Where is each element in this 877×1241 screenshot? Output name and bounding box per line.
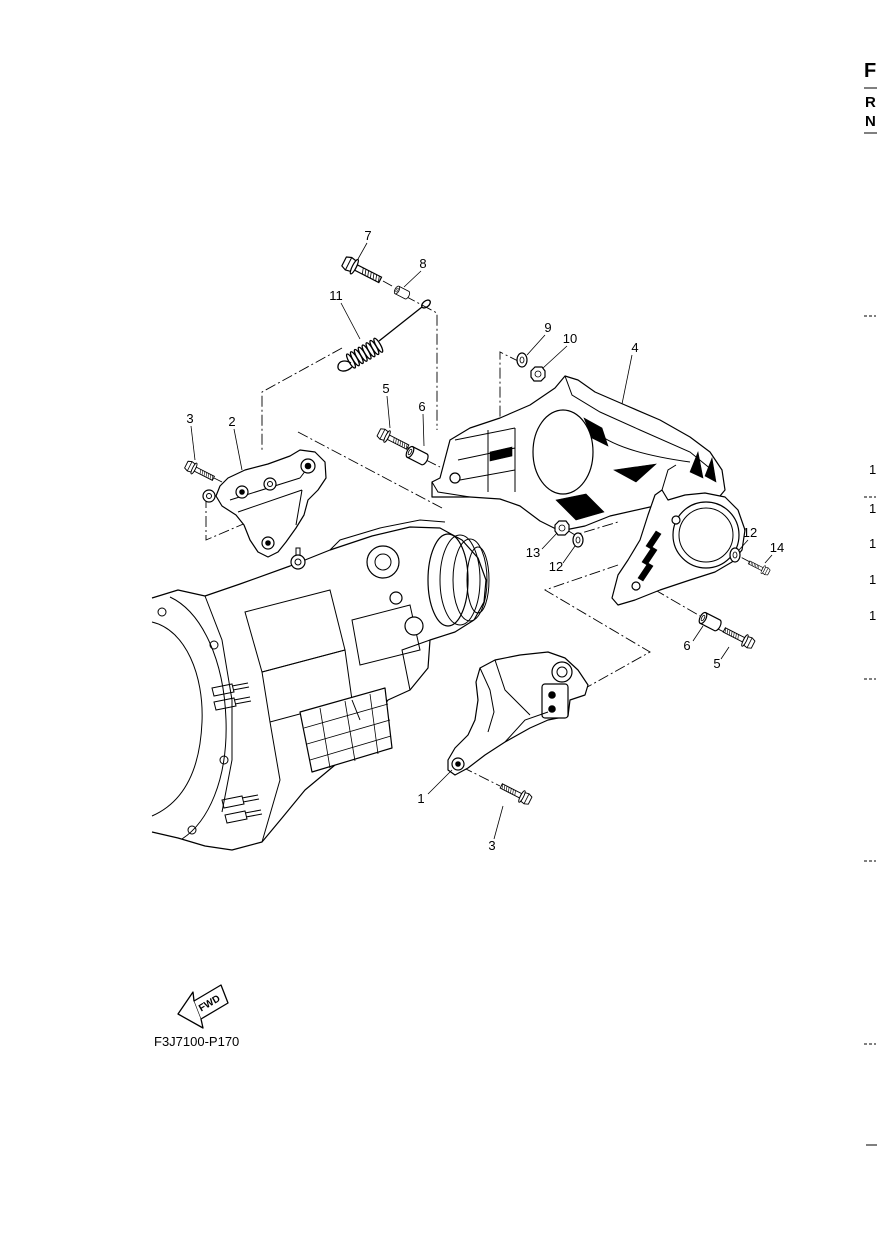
margin-header-f: F (864, 60, 876, 82)
margin-ref-4: 1 (869, 572, 876, 587)
margin-ref-3: 1 (869, 536, 876, 551)
callout-3-upper: 3 (186, 411, 193, 426)
margin-ref-2: 1 (869, 501, 876, 516)
right-margin-column: F R N 1 1 1 1 1 (864, 60, 877, 1146)
callout-7: 7 (364, 228, 371, 243)
callout-2: 2 (228, 414, 235, 429)
washer-part-12-lower (572, 532, 584, 548)
callout-9: 9 (544, 320, 551, 335)
housing-mount-plate (611, 450, 746, 606)
bolt-part-14 (746, 558, 772, 577)
callout-5-lower: 5 (713, 656, 720, 671)
nozzle-housing-part-4 (431, 375, 726, 532)
margin-ref-5: 1 (869, 608, 876, 623)
washer-part-12-right (729, 547, 741, 563)
callout-labels: 7 8 11 9 10 4 5 6 3 2 13 12 12 14 6 5 1 … (186, 228, 784, 853)
callout-4: 4 (631, 340, 638, 355)
margin-header-n: N (865, 113, 876, 130)
spring-part-11 (337, 299, 431, 372)
bolt-part-5-lower (720, 623, 757, 651)
callout-leaders (190, 242, 773, 840)
callout-12-lower: 12 (549, 559, 563, 574)
fwd-arrow-icon: FWD (177, 984, 229, 1029)
figure-code: F3J7100-P170 (154, 1034, 239, 1049)
callout-13: 13 (526, 545, 540, 560)
collar-part-8 (392, 284, 412, 301)
nut-part-10 (530, 366, 546, 382)
callout-5-upper: 5 (382, 381, 389, 396)
callout-6-lower: 6 (683, 638, 690, 653)
nut-part-13 (554, 520, 570, 536)
callout-12-right: 12 (743, 525, 757, 540)
bracket-part-2 (202, 449, 327, 558)
callout-1: 1 (417, 791, 424, 806)
spacer-part-6-upper (404, 444, 431, 467)
callout-6-upper: 6 (418, 399, 425, 414)
margin-ref-1: 1 (869, 462, 876, 477)
washer-part-9 (516, 352, 528, 368)
bolt-part-7 (339, 253, 385, 288)
jet-pump-engine-drawing (151, 519, 490, 851)
bracket-part-1 (447, 651, 589, 776)
bolt-part-3-lower (497, 779, 534, 807)
callout-10: 10 (563, 331, 577, 346)
callout-3-lower: 3 (488, 838, 495, 853)
callout-8: 8 (419, 256, 426, 271)
margin-header-r: R (865, 94, 876, 111)
bolt-part-5-upper (375, 426, 412, 454)
callout-11: 11 (329, 288, 343, 303)
callout-14: 14 (770, 540, 784, 555)
bolt-part-3-upper (183, 458, 217, 485)
assembly-lines (205, 280, 751, 787)
